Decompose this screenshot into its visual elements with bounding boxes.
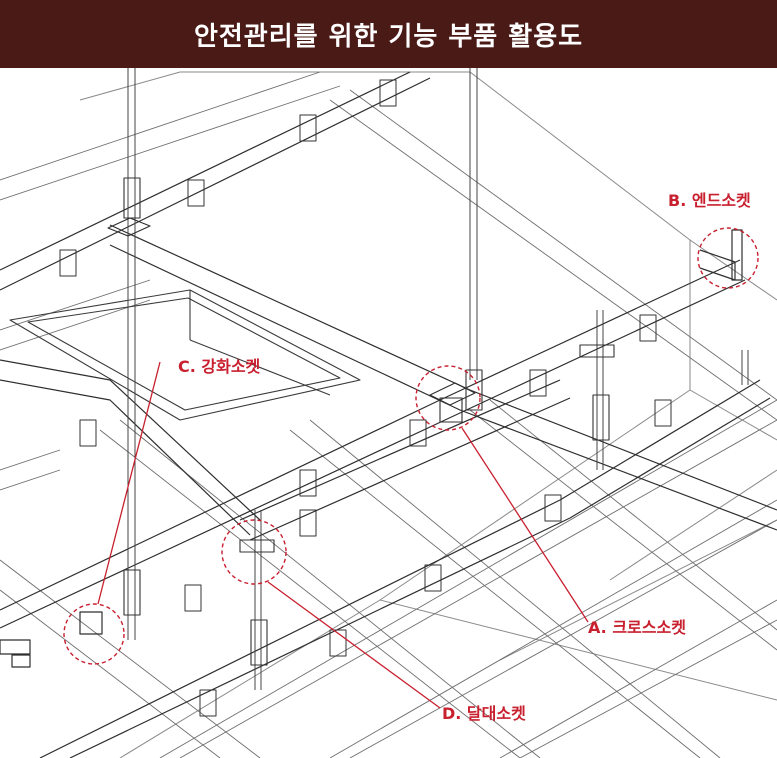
callout-circle-b — [697, 227, 759, 289]
t-bar-grid — [0, 71, 777, 758]
ceiling-panel — [79, 71, 777, 758]
hanger-brackets — [123, 177, 615, 666]
ceiling-frame-drawing — [0, 68, 777, 758]
reinforcement-socket-part — [0, 611, 103, 668]
callout-label-d: D. 달대소켓 — [442, 704, 526, 723]
cross-socket-parts — [107, 217, 476, 423]
leader-line-c — [97, 361, 161, 605]
callout-circle-c — [63, 603, 125, 665]
leader-line-a — [461, 427, 589, 623]
callout-label-c: C. 강화소켓 — [178, 357, 261, 376]
channel-clips — [59, 79, 672, 717]
callout-highlights — [63, 227, 759, 665]
leader-line-d — [267, 581, 441, 709]
callout-circle-a — [415, 365, 481, 431]
callout-label-b: B. 엔드소켓 — [668, 191, 751, 210]
page-title: 안전관리를 위한 기능 부품 활용도 — [193, 21, 584, 52]
header-banner: 안전관리를 위한 기능 부품 활용도 — [0, 0, 777, 68]
callout-circle-d — [221, 519, 287, 585]
diagram-frame — [0, 68, 777, 758]
callout-label-a: A. 크로스소켓 — [588, 618, 686, 637]
hanger-rods — [127, 68, 749, 690]
callout-leaders — [97, 361, 589, 709]
